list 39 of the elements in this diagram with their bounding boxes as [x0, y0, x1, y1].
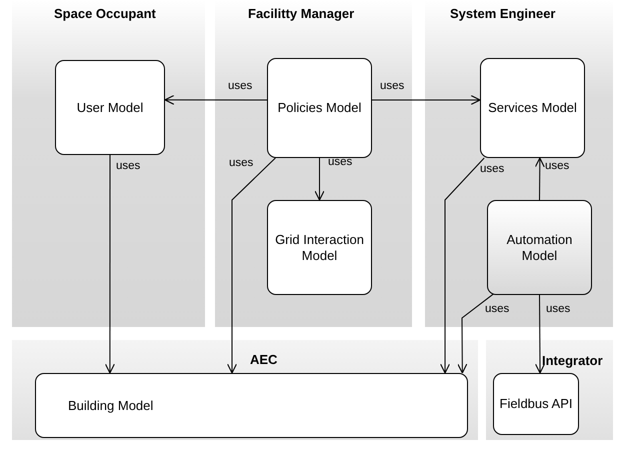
- arrow: [226, 158, 276, 374]
- edge-label: uses: [228, 80, 252, 92]
- arrow: [457, 294, 494, 374]
- box-label: Automation Model: [506, 232, 574, 264]
- box-label: Fieldbus API: [500, 396, 572, 412]
- lane-heading: Integrator: [542, 353, 603, 368]
- edge-label: uses: [229, 157, 254, 169]
- edge-label: uses: [116, 160, 140, 172]
- box-label: Grid Interaction Model: [274, 232, 365, 264]
- model-box: [267, 58, 372, 158]
- box-label: User Model: [76, 100, 144, 116]
- swimlane: [12, 340, 478, 440]
- lane-heading: Facilitty Manager: [248, 6, 354, 21]
- box-label: Services Model: [488, 100, 577, 116]
- model-box: [487, 200, 592, 295]
- lane-heading: System Engineer: [450, 6, 556, 21]
- model-box: [35, 373, 468, 438]
- model-box: [267, 200, 372, 295]
- lane-heading: AEC: [250, 352, 278, 367]
- box-label: Building Model: [68, 398, 154, 414]
- arrow: [104, 154, 115, 374]
- arrow: [534, 157, 545, 200]
- model-box: [480, 58, 585, 158]
- edge-label: uses: [328, 156, 352, 168]
- edge-label: uses: [546, 303, 570, 315]
- arrow: [372, 94, 481, 106]
- box-label: Policies Model: [278, 100, 362, 116]
- arrow: [164, 94, 268, 105]
- arrow: [440, 158, 485, 374]
- edge-label: uses: [545, 160, 570, 172]
- edge-label: uses: [380, 80, 404, 92]
- model-box: [493, 373, 579, 435]
- edge-label: uses: [480, 163, 504, 175]
- model-box: [55, 60, 165, 155]
- lane-heading: Space Occupant: [54, 6, 156, 21]
- arrow: [314, 158, 325, 201]
- arrow: [534, 294, 546, 374]
- edge-label: uses: [485, 303, 510, 315]
- swimlane: [486, 340, 613, 440]
